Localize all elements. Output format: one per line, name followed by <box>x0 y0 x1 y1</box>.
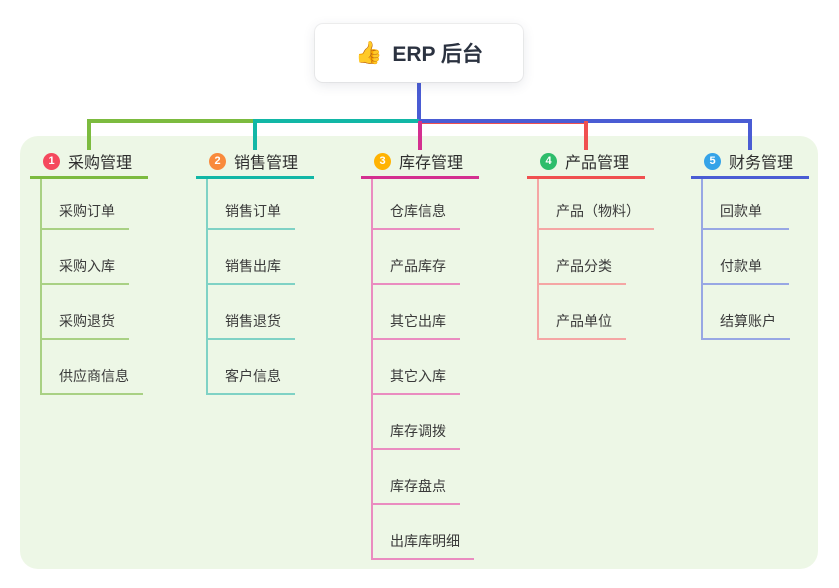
child-node[interactable]: 其它入库 <box>373 340 460 395</box>
branch-title-1[interactable]: 1 采购管理 <box>30 146 148 179</box>
child-node[interactable]: 销售出库 <box>208 230 295 285</box>
child-node[interactable]: 采购退货 <box>42 285 129 340</box>
branches-panel <box>20 136 818 569</box>
child-node[interactable]: 客户信息 <box>208 340 295 395</box>
branch-title-4[interactable]: 4 产品管理 <box>527 146 645 179</box>
branch-title-2[interactable]: 2 销售管理 <box>196 146 314 179</box>
child-node[interactable]: 产品单位 <box>539 285 626 340</box>
branch-title-5[interactable]: 5 财务管理 <box>691 146 809 179</box>
child-node[interactable]: 其它出库 <box>373 285 460 340</box>
child-node[interactable]: 采购订单 <box>42 179 129 230</box>
branch-children: 产品（物料）产品分类产品单位 <box>537 179 654 340</box>
branch-number-badge: 3 <box>374 152 391 170</box>
branch-label: 产品管理 <box>565 155 630 172</box>
thumbs-up-icon: 👍 <box>354 40 383 65</box>
child-node[interactable]: 销售退货 <box>208 285 295 340</box>
branch-1: 1 采购管理采购订单采购入库采购退货供应商信息 <box>30 146 148 395</box>
branch-children: 采购订单采购入库采购退货供应商信息 <box>40 179 143 395</box>
branch-number-badge: 2 <box>209 152 226 170</box>
branch-number-badge: 1 <box>43 152 60 170</box>
child-node[interactable]: 产品分类 <box>539 230 626 285</box>
child-node[interactable]: 产品库存 <box>373 230 460 285</box>
drop-line-3 <box>418 121 422 150</box>
drop-line-2 <box>253 121 257 150</box>
drop-line-1 <box>87 121 91 150</box>
branch-label: 销售管理 <box>234 155 299 172</box>
branch-4: 4 产品管理产品（物料）产品分类产品单位 <box>527 146 654 340</box>
child-node[interactable]: 销售订单 <box>208 179 295 230</box>
branch-number-badge: 4 <box>540 152 557 170</box>
branch-label: 财务管理 <box>729 155 794 172</box>
branch-2: 2 销售管理销售订单销售出库销售退货客户信息 <box>196 146 314 395</box>
bus-segment-purchase <box>87 119 257 123</box>
child-node[interactable]: 采购入库 <box>42 230 129 285</box>
branch-5: 5 财务管理回款单付款单结算账户 <box>691 146 809 340</box>
child-node[interactable]: 仓库信息 <box>373 179 460 230</box>
child-node[interactable]: 产品（物料） <box>539 179 654 230</box>
child-node[interactable]: 库存盘点 <box>373 450 460 505</box>
child-node[interactable]: 付款单 <box>703 230 789 285</box>
root-node[interactable]: 👍 ERP 后台 <box>315 24 523 82</box>
drop-line-5 <box>748 121 752 150</box>
branch-children: 仓库信息产品库存其它出库其它入库库存调拨库存盘点出库库明细 <box>371 179 474 560</box>
child-node[interactable]: 结算账户 <box>703 285 790 340</box>
branch-children: 回款单付款单结算账户 <box>701 179 790 340</box>
branch-title-3[interactable]: 3 库存管理 <box>361 146 479 179</box>
child-node[interactable]: 出库库明细 <box>373 505 474 560</box>
branch-label: 采购管理 <box>68 155 133 172</box>
branch-number-badge: 5 <box>704 152 721 170</box>
root-node-label: ERP 后台 <box>392 43 484 66</box>
branch-children: 销售订单销售出库销售退货客户信息 <box>206 179 295 395</box>
bus-segment-sales <box>253 119 419 123</box>
branch-label: 库存管理 <box>399 155 464 172</box>
child-node[interactable]: 回款单 <box>703 179 789 230</box>
root-stem-line <box>417 80 421 123</box>
child-node[interactable]: 库存调拨 <box>373 395 460 450</box>
branch-3: 3 库存管理仓库信息产品库存其它出库其它入库库存调拨库存盘点出库库明细 <box>361 146 479 560</box>
child-node[interactable]: 供应商信息 <box>42 340 143 395</box>
drop-line-4 <box>584 121 588 150</box>
